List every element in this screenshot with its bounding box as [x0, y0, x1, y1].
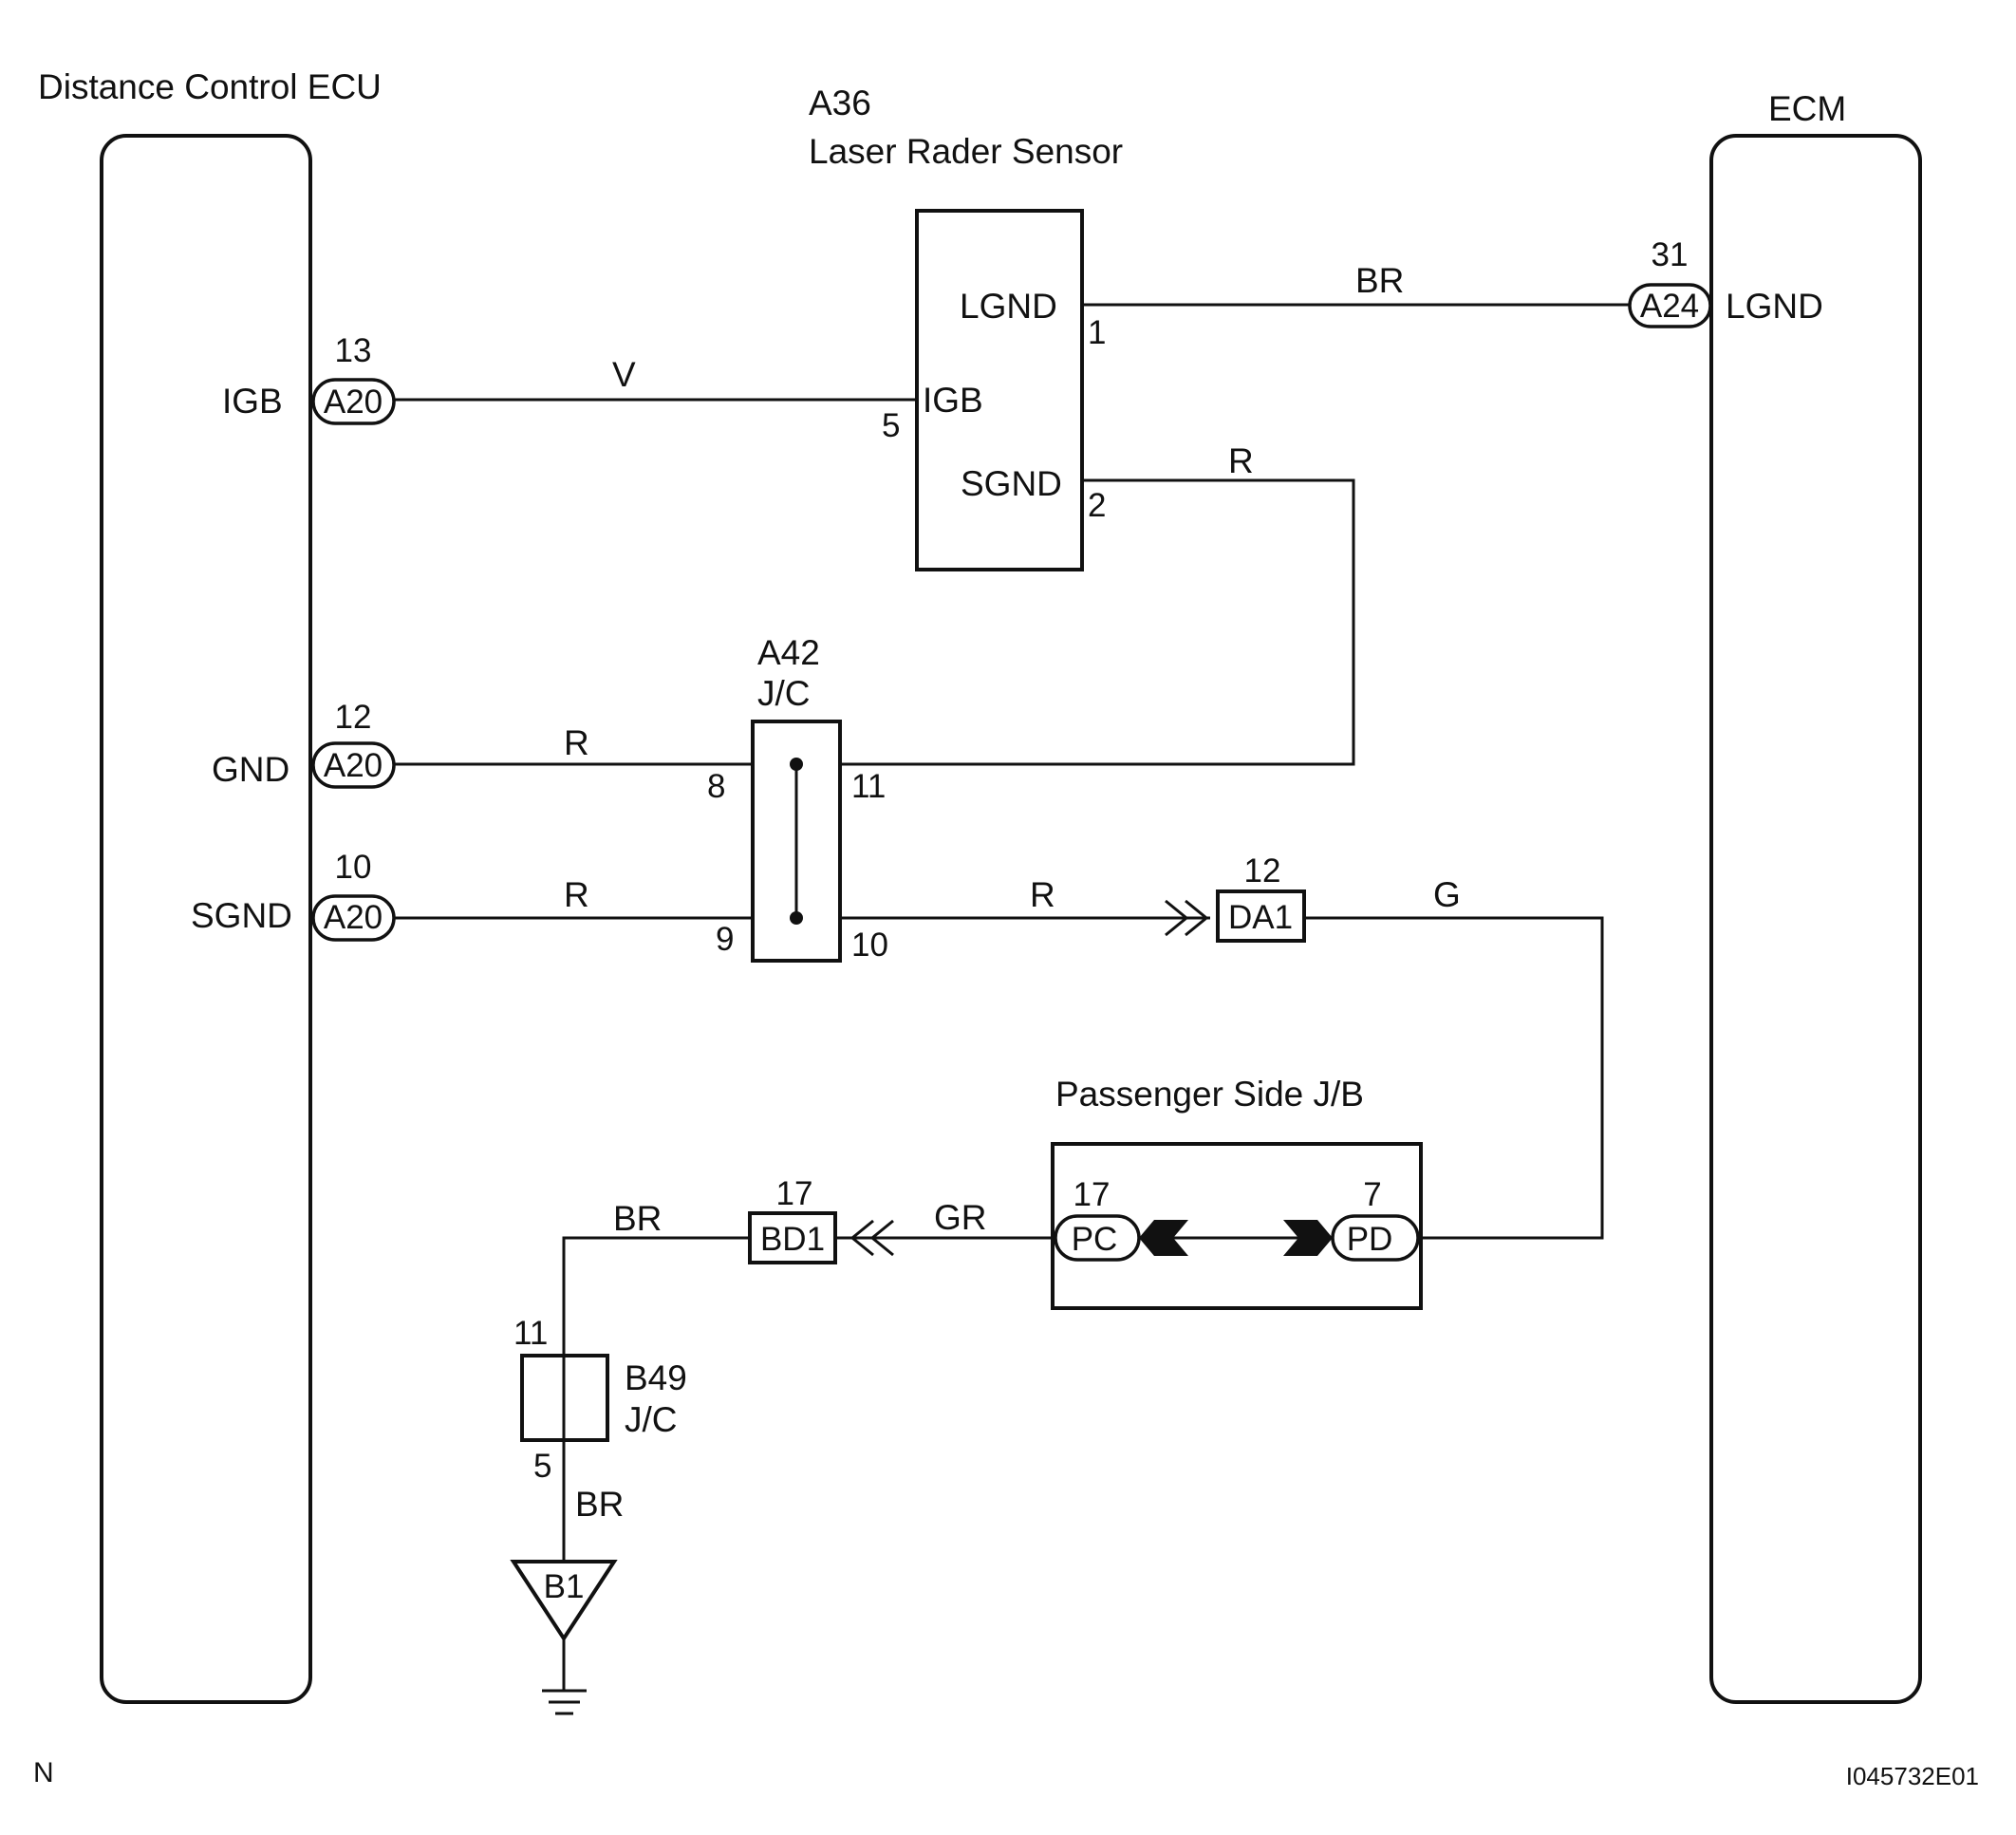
da1-arrow-outer	[1165, 899, 1189, 937]
connector-bd1-pin: 17	[776, 1175, 813, 1212]
connector-bd1	[748, 1211, 837, 1264]
ecu-connector-a20-sgnd-code: A20	[324, 899, 383, 936]
b49-code: B49	[625, 1358, 687, 1397]
jb-title: Passenger Side J/B	[1055, 1075, 1364, 1114]
jb-connector-pd-pin: 7	[1363, 1176, 1381, 1213]
jb-connector-pd	[1331, 1214, 1420, 1262]
ecm-connector-a24	[1628, 283, 1712, 328]
sensor-pin-2: 2	[1088, 487, 1106, 524]
jb-connector-pd-code: PD	[1347, 1221, 1393, 1258]
distance-ecu-body	[100, 134, 312, 1704]
footer-figure-id: I045732E01	[1846, 1762, 1979, 1790]
wire-ecu-sgnd-color: R	[564, 875, 589, 914]
ecu-connector-a20-igb-code: A20	[324, 384, 383, 421]
ecu-connector-a20-igb	[311, 378, 396, 425]
a42-pin-11: 11	[851, 768, 886, 805]
ecu-gnd-pin: 12	[335, 699, 372, 736]
ground-point-b1	[510, 1560, 618, 1642]
a42-junction-dot-top	[790, 758, 803, 771]
a36-label: Laser Rader Sensor	[809, 132, 1123, 171]
da1-arrow-inner	[1185, 899, 1209, 937]
wire-bd1-b49	[562, 1236, 750, 1356]
wire-sensor-sgnd	[840, 478, 1355, 766]
wire-lgnd-color: BR	[1355, 261, 1404, 300]
ecu-gnd-label: GND	[212, 750, 289, 789]
ecm-body	[1709, 134, 1922, 1704]
wire-igb-color: V	[612, 355, 636, 394]
bd1-arrow-inner	[849, 1219, 874, 1257]
sensor-sgnd-label: SGND	[961, 464, 1062, 503]
a42-pin-10: 10	[851, 927, 888, 964]
connector-da1-code: DA1	[1228, 899, 1293, 936]
sensor-pin-5: 5	[882, 407, 900, 444]
wire-da1-pd	[1304, 916, 1604, 1240]
sensor-igb-label: IGB	[923, 381, 983, 420]
ecu-connector-a20-gnd-code: A20	[324, 747, 383, 784]
connector-da1-pin: 12	[1244, 852, 1281, 889]
ecm-connector-a24-code: A24	[1640, 288, 1699, 325]
ground-point-b1-code: B1	[544, 1568, 585, 1605]
ground-icon	[542, 1689, 587, 1715]
jb-connector-pc-code: PC	[1072, 1221, 1118, 1258]
wire-gnd-color: R	[564, 723, 589, 762]
wire-b49-ground-color: BR	[575, 1485, 624, 1524]
ecu-igb-pin: 13	[335, 332, 372, 369]
jb-connector-pc-pin: 17	[1073, 1176, 1111, 1213]
distance-ecu-title: Distance Control ECU	[38, 67, 382, 106]
a36-code: A36	[809, 84, 871, 122]
sensor-pin-1: 1	[1088, 314, 1106, 351]
a42-junction-dot-bottom	[790, 911, 803, 925]
b49-pin-top: 11	[513, 1315, 548, 1352]
a42-code: A42	[757, 633, 820, 672]
ecm-title: ECM	[1768, 89, 1846, 128]
wire-pc-bd1-color: GR	[934, 1198, 987, 1237]
wire-a42-out-color: R	[1030, 875, 1055, 914]
ecu-sgnd-pin: 10	[335, 849, 372, 886]
ecm-lgnd-label: LGND	[1726, 287, 1823, 326]
a42-sub: J/C	[757, 674, 811, 713]
a42-pin-9: 9	[716, 921, 734, 958]
jb-pc-mating-marker	[1139, 1220, 1188, 1256]
ecu-igb-label: IGB	[222, 382, 283, 421]
jb-pd-mating-marker	[1283, 1220, 1333, 1256]
b49-sub: J/C	[625, 1400, 678, 1439]
a42-pin-8: 8	[707, 768, 725, 805]
a36-sensor-body	[915, 209, 1084, 571]
b49-pin-bottom: 5	[533, 1448, 551, 1485]
wire-bd1-b49-color: BR	[613, 1199, 662, 1238]
ecm-a24-pin: 31	[1652, 236, 1689, 273]
wire-da1-pd-color: G	[1433, 875, 1461, 914]
sensor-lgnd-label: LGND	[960, 287, 1057, 326]
footer-left-label: N	[33, 1757, 54, 1788]
ecu-sgnd-label: SGND	[191, 896, 292, 935]
connector-da1	[1216, 889, 1306, 943]
bd1-arrow-outer	[869, 1219, 894, 1257]
wire-sensor-sgnd-color: R	[1228, 441, 1254, 480]
connector-bd1-code: BD1	[760, 1221, 825, 1258]
